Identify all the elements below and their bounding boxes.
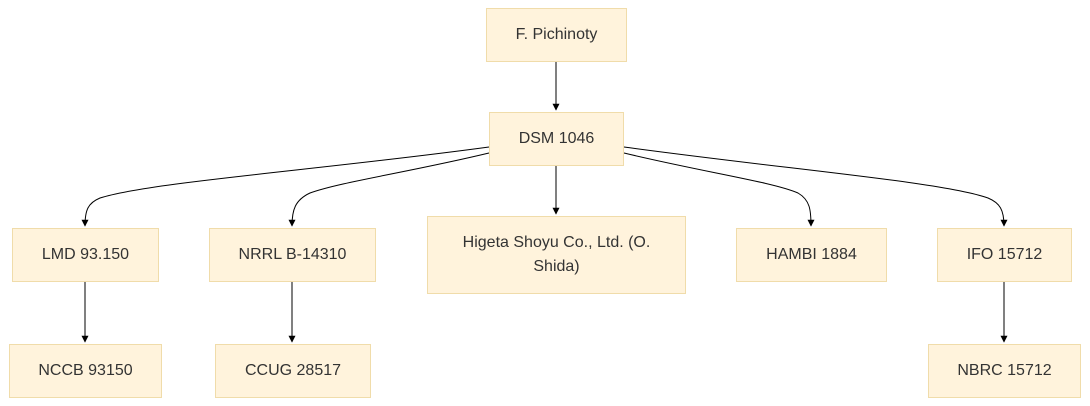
node-label: NBRC 15712	[957, 362, 1052, 379]
edge-dsm-to-ifo	[623, 146, 1008, 227]
node-label: HAMBI 1884	[766, 246, 857, 263]
edge-dsm-to-hambi	[623, 152, 815, 227]
node-label: CCUG 28517	[244, 362, 342, 379]
node-lmd-93-150: LMD 93.150	[12, 228, 159, 282]
node-f-pichinoty: F. Pichinoty	[486, 8, 627, 62]
edge-dsm-to-nrrl	[288, 152, 490, 227]
node-label: NRRL B-14310	[238, 246, 347, 263]
node-ifo-15712: IFO 15712	[937, 228, 1072, 282]
edge-dsm-to-lmd	[81, 146, 490, 227]
node-higeta-shoyu: Higeta Shoyu Co., Ltd. (O. Shida)	[427, 216, 686, 294]
node-label: DSM 1046	[518, 130, 595, 147]
node-ccug-28517: CCUG 28517	[215, 344, 371, 398]
node-nbrc-15712: NBRC 15712	[928, 344, 1081, 398]
node-hambi-1884: HAMBI 1884	[736, 228, 887, 282]
node-label: F. Pichinoty	[515, 26, 598, 43]
node-nrrl-b-14310: NRRL B-14310	[209, 228, 376, 282]
node-label: Higeta Shoyu Co., Ltd. (O. Shida)	[462, 234, 651, 275]
node-label: NCCB 93150	[38, 362, 133, 379]
node-nccb-93150: NCCB 93150	[9, 344, 162, 398]
node-label: LMD 93.150	[41, 246, 130, 263]
node-dsm-1046: DSM 1046	[489, 112, 624, 166]
node-label: IFO 15712	[966, 246, 1043, 263]
